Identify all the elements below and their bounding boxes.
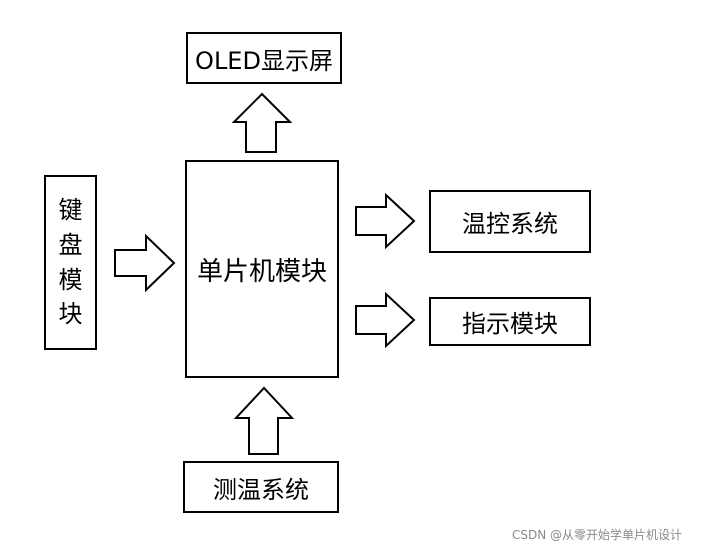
keyboard-label-char-4: 块: [58, 300, 83, 329]
keyboard-label-char-1: 键: [58, 195, 83, 224]
temp-measure-label: 测温系统: [213, 475, 309, 504]
keyboard-module-block: 键 盘 模 块: [44, 175, 97, 350]
indicator-module-block: 指示模块: [429, 297, 591, 346]
csdn-watermark: CSDN @从零开始学单片机设计: [512, 528, 683, 542]
arrow-mcu-to-oled: [231, 92, 293, 153]
arrow-keyboard-to-mcu: [114, 233, 176, 293]
arrow-mcu-to-temp-control: [355, 192, 416, 250]
oled-display-block: OLED显示屏: [186, 32, 342, 84]
keyboard-label-char-2: 盘: [58, 230, 83, 259]
temp-measure-block: 测温系统: [183, 461, 339, 513]
keyboard-label-char-3: 模: [58, 265, 83, 294]
oled-display-label: OLED显示屏: [195, 46, 333, 75]
temp-control-label: 温控系统: [462, 210, 558, 238]
arrow-temp-measure-to-mcu: [233, 386, 295, 455]
temp-control-block: 温控系统: [429, 190, 591, 253]
mcu-module-block: 单片机模块: [185, 160, 339, 378]
mcu-module-label: 单片机模块: [196, 256, 327, 287]
indicator-module-label: 指示模块: [462, 310, 558, 338]
arrow-mcu-to-indicator: [355, 291, 416, 349]
